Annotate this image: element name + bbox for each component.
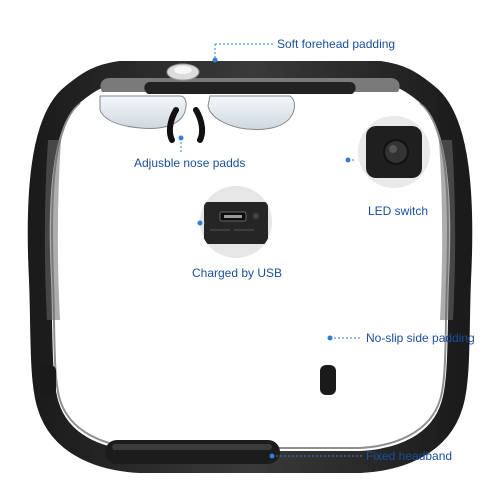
callout-side-padding: No-slip side padding (366, 331, 475, 345)
callout-forehead-padding: Soft forehead padding (277, 37, 396, 51)
usb-port-inset (200, 186, 272, 258)
side-padding-left (44, 140, 61, 320)
hinge-right (320, 365, 336, 395)
callout-nose-pads: Adjusble nose padds (134, 156, 246, 170)
callout-led-switch: LED switch (368, 204, 429, 218)
headband-frame (27, 61, 473, 473)
nose-pad-left (166, 107, 179, 143)
callout-fixed-headband: Fixed headband (366, 449, 453, 463)
rear-headband-grip (105, 440, 280, 464)
hinge-left (40, 365, 56, 395)
lens-right (207, 95, 295, 131)
callout-usb-charging: Charged by USB (192, 266, 283, 280)
power-button-icon (383, 139, 409, 165)
lens-housing (144, 82, 356, 94)
nose-pad-right (193, 107, 206, 143)
led-switch-inset (358, 116, 430, 188)
side-padding-right (439, 140, 456, 320)
